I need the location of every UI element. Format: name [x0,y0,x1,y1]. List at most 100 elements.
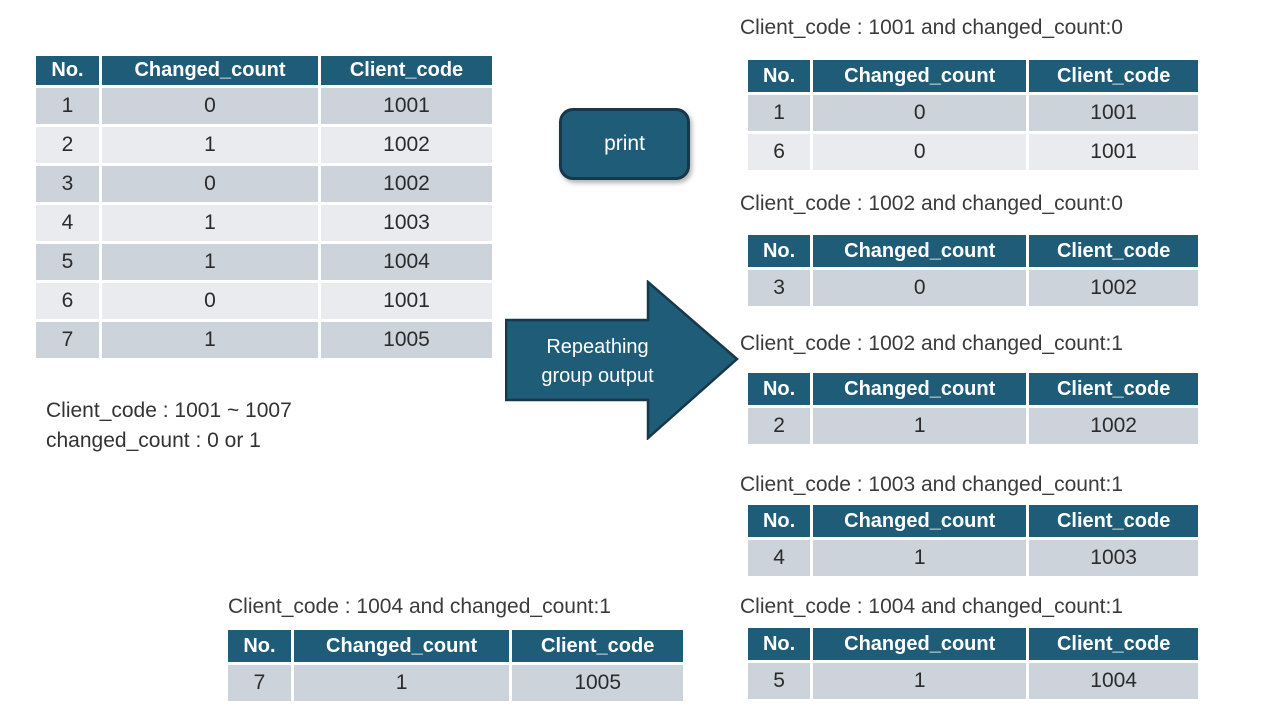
flow-arrow-label-line-1: Repeathing [546,336,649,358]
column-header: No. [228,630,291,662]
column-header: Changed_count [813,373,1027,405]
column-header: Changed_count [813,60,1027,92]
flow-arrow-shape [505,280,739,440]
table-cell: 1 [36,88,99,124]
print-shape-label: print [604,132,645,155]
table-cell: 1003 [1029,540,1198,576]
table-cell: 3 [748,270,811,306]
column-header: Client_code [1029,60,1198,92]
column-header: No. [748,60,811,92]
output-table-3-title: Client_code : 1002 and changed_count:1 [740,332,1123,355]
table-cell: 2 [748,408,811,444]
column-header: Client_code [1029,628,1198,660]
column-header: Client_code [1029,373,1198,405]
table-cell: 0 [813,270,1027,306]
table-cell: 0 [102,166,318,202]
column-header: No. [36,56,99,85]
flow-arrow-label: Repeathing group output [510,333,685,391]
column-header: Changed_count [813,235,1027,267]
column-header: No. [748,373,811,405]
table-cell: 7 [228,665,291,701]
output-table-2-title: Client_code : 1002 and changed_count:0 [740,192,1123,215]
table-cell: 1001 [321,88,492,124]
table-cell: 5 [748,663,811,699]
bottom-table-title: Client_code : 1004 and changed_count:1 [228,595,611,618]
table-cell: 0 [102,88,318,124]
table-cell: 1 [102,127,318,163]
table-cell: 1 [102,322,318,358]
table-cell: 1004 [321,244,492,280]
table-cell: 2 [36,127,99,163]
table-cell: 1 [102,244,318,280]
column-header: Client_code [512,630,683,662]
table-cell: 0 [102,283,318,319]
table-cell: 1002 [1029,270,1198,306]
output-table-4-title: Client_code : 1003 and changed_count:1 [740,473,1123,496]
table-cell: 0 [813,95,1027,131]
flow-arrow [505,280,739,440]
column-header: Client_code [1029,505,1198,537]
flow-arrow-label-line-2: group output [541,365,654,387]
print-shape: print [559,108,690,180]
table-cell: 1002 [321,127,492,163]
source-note-line-2: changed_count : 0 or 1 [46,429,261,452]
table-cell: 1001 [321,283,492,319]
column-header: Changed_count [813,505,1027,537]
source-note-line-1: Client_code : 1001 ~ 1007 [46,399,292,422]
table-cell: 1 [748,95,811,131]
table-cell: 6 [36,283,99,319]
table-cell: 3 [36,166,99,202]
table-cell: 4 [748,540,811,576]
table-cell: 1005 [321,322,492,358]
table-cell: 1005 [512,665,683,701]
table-cell: 1 [813,540,1027,576]
column-header: No. [748,628,811,660]
table-cell: 1 [293,665,510,701]
table-cell: 5 [36,244,99,280]
column-header: No. [748,505,811,537]
table-cell: 1 [813,663,1027,699]
table-cell: 1003 [321,205,492,241]
column-header: Client_code [1029,235,1198,267]
table-cell: 0 [813,134,1027,170]
column-header: Changed_count [293,630,510,662]
table-cell: 1 [102,205,318,241]
table-cell: 7 [36,322,99,358]
table-cell: 1 [813,408,1027,444]
table-cell: 1002 [321,166,492,202]
output-table-1-title: Client_code : 1001 and changed_count:0 [740,16,1123,39]
table-cell: 1001 [1029,95,1198,131]
source-note: Client_code : 1001 ~ 1007 changed_count … [46,396,292,456]
